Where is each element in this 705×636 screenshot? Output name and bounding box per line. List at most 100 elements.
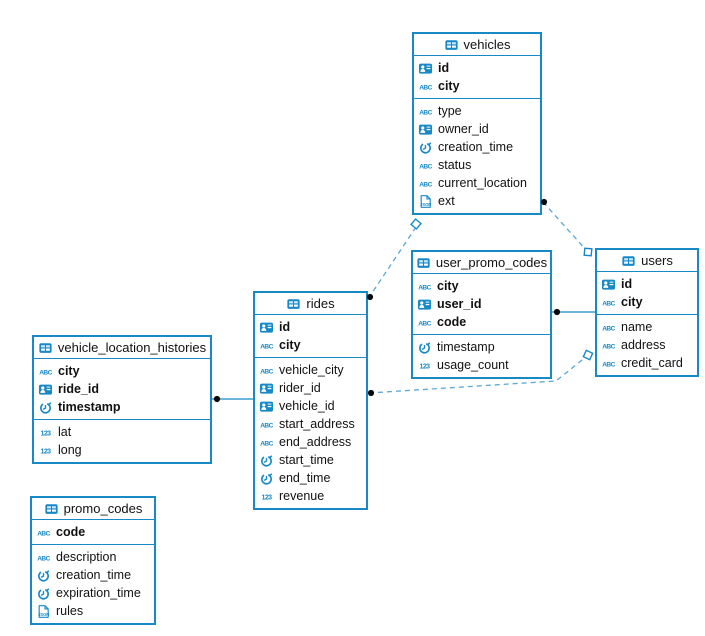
table-icon	[44, 502, 59, 516]
edge-dot-marker	[367, 389, 375, 397]
text-type-icon	[35, 525, 52, 540]
column-row-start_address[interactable]: start_address	[255, 415, 366, 433]
table-header[interactable]: vehicle_location_histories	[34, 337, 210, 359]
json-type-icon	[417, 194, 434, 209]
text-type-icon	[417, 79, 434, 94]
table-title: vehicles	[463, 37, 511, 52]
column-row-credit_card[interactable]: credit_card	[597, 354, 697, 372]
text-type-icon	[417, 158, 434, 173]
columns-section: lat long	[34, 420, 210, 462]
column-row-code[interactable]: code	[32, 523, 154, 541]
primary-key-section: id city	[414, 56, 540, 99]
text-type-icon	[600, 338, 617, 353]
column-row-user_id[interactable]: user_id	[413, 295, 550, 313]
column-row-city[interactable]: city	[255, 336, 366, 354]
primary-key-section: city user_id code	[413, 274, 550, 335]
table-header[interactable]: rides	[255, 293, 366, 315]
text-type-icon	[417, 176, 434, 191]
column-row-end_time[interactable]: end_time	[255, 469, 366, 487]
text-type-icon	[258, 435, 275, 450]
column-row-status[interactable]: status	[414, 156, 540, 174]
timestamp-type-icon	[416, 340, 433, 355]
table-header[interactable]: promo_codes	[32, 498, 154, 520]
column-row-long[interactable]: long	[34, 441, 210, 459]
primary-key-section: code	[32, 520, 154, 545]
column-row-name[interactable]: name	[597, 318, 697, 336]
id-badge-type-icon	[416, 297, 433, 312]
column-row-expiration_time[interactable]: expiration_time	[32, 584, 154, 602]
table-header[interactable]: user_promo_codes	[413, 252, 550, 274]
table-node-vehicles[interactable]: vehicles id city type owner_id creation_…	[412, 32, 542, 215]
column-row-usage_count[interactable]: usage_count	[413, 356, 550, 374]
column-row-id[interactable]: id	[597, 275, 697, 293]
number-type-icon	[37, 425, 54, 440]
table-title: rides	[306, 296, 335, 311]
column-row-current_location[interactable]: current_location	[414, 174, 540, 192]
timestamp-type-icon	[35, 586, 52, 601]
id-badge-type-icon	[258, 320, 275, 335]
column-row-lat[interactable]: lat	[34, 423, 210, 441]
edge-square-marker	[582, 349, 594, 361]
column-row-city[interactable]: city	[414, 77, 540, 95]
column-row-rules[interactable]: rules	[32, 602, 154, 620]
column-row-revenue[interactable]: revenue	[255, 487, 366, 505]
column-row-timestamp[interactable]: timestamp	[34, 398, 210, 416]
column-row-end_address[interactable]: end_address	[255, 433, 366, 451]
text-type-icon	[417, 104, 434, 119]
table-node-vehicle_location_histories[interactable]: vehicle_location_histories city ride_id …	[32, 335, 212, 464]
column-row-city[interactable]: city	[413, 277, 550, 295]
column-row-creation_time[interactable]: creation_time	[32, 566, 154, 584]
column-row-rider_id[interactable]: rider_id	[255, 379, 366, 397]
primary-key-section: id city	[255, 315, 366, 358]
primary-key-section: id city	[597, 272, 697, 315]
text-type-icon	[258, 338, 275, 353]
primary-key-section: city ride_id timestamp	[34, 359, 210, 420]
id-badge-type-icon	[37, 382, 54, 397]
id-badge-type-icon	[417, 61, 434, 76]
columns-section: type owner_id creation_time status curre…	[414, 99, 540, 213]
column-row-type[interactable]: type	[414, 102, 540, 120]
table-node-user_promo_codes[interactable]: user_promo_codes city user_id code times…	[411, 250, 552, 379]
number-type-icon	[416, 358, 433, 373]
table-icon	[38, 341, 53, 355]
table-title: vehicle_location_histories	[57, 340, 207, 355]
edge-dot-marker	[553, 308, 561, 316]
column-row-ext[interactable]: ext	[414, 192, 540, 210]
table-header[interactable]: users	[597, 250, 697, 272]
edge-square-marker	[583, 247, 593, 257]
text-type-icon	[600, 320, 617, 335]
columns-section: description creation_time expiration_tim…	[32, 545, 154, 623]
column-row-vehicle_city[interactable]: vehicle_city	[255, 361, 366, 379]
table-icon	[444, 38, 459, 52]
timestamp-type-icon	[417, 140, 434, 155]
column-row-description[interactable]: description	[32, 548, 154, 566]
column-row-address[interactable]: address	[597, 336, 697, 354]
text-type-icon	[416, 279, 433, 294]
column-row-ride_id[interactable]: ride_id	[34, 380, 210, 398]
table-node-users[interactable]: users id city name address credit_card	[595, 248, 699, 377]
timestamp-type-icon	[37, 400, 54, 415]
columns-section: timestamp usage_count	[413, 335, 550, 377]
text-type-icon	[600, 356, 617, 371]
column-row-creation_time[interactable]: creation_time	[414, 138, 540, 156]
columns-section: vehicle_city rider_id vehicle_id start_a…	[255, 358, 366, 508]
column-row-id[interactable]: id	[255, 318, 366, 336]
table-icon	[286, 297, 301, 311]
table-node-promo_codes[interactable]: promo_codes code description creation_ti…	[30, 496, 156, 625]
column-row-code[interactable]: code	[413, 313, 550, 331]
text-type-icon	[258, 417, 275, 432]
timestamp-type-icon	[35, 568, 52, 583]
table-header[interactable]: vehicles	[414, 34, 540, 56]
table-title: user_promo_codes	[435, 255, 548, 270]
column-row-start_time[interactable]: start_time	[255, 451, 366, 469]
column-row-timestamp[interactable]: timestamp	[413, 338, 550, 356]
column-row-vehicle_id[interactable]: vehicle_id	[255, 397, 366, 415]
column-row-city[interactable]: city	[597, 293, 697, 311]
timestamp-type-icon	[258, 453, 275, 468]
column-row-owner_id[interactable]: owner_id	[414, 120, 540, 138]
table-node-rides[interactable]: rides id city vehicle_city rider_id vehi…	[253, 291, 368, 510]
text-type-icon	[258, 363, 275, 378]
column-row-id[interactable]: id	[414, 59, 540, 77]
column-row-city[interactable]: city	[34, 362, 210, 380]
